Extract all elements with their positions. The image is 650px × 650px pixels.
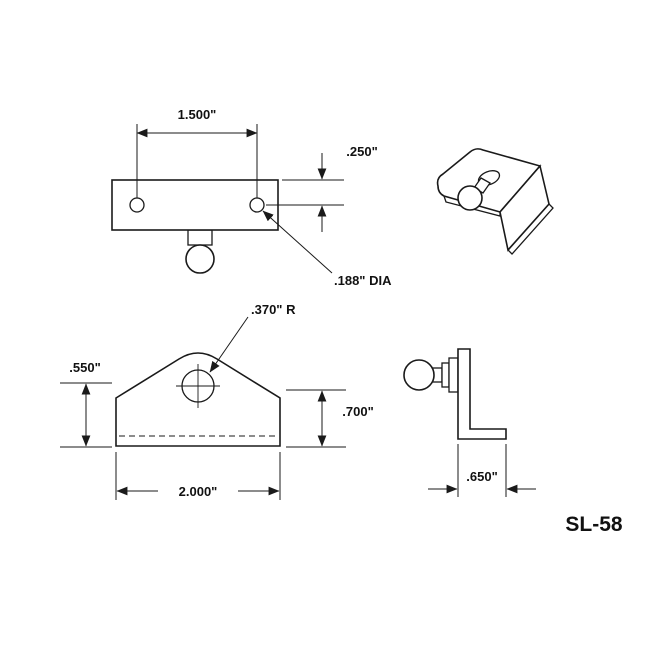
l-bracket-profile: [457, 348, 507, 440]
dim-hole-spacing-label: 1.500": [178, 107, 217, 122]
dim-shoulder-height: .550": [60, 360, 112, 448]
part-number-label: SL-58: [565, 513, 623, 536]
stud-neck-top-view: [187, 229, 213, 246]
dim-overall-height-label: .700": [342, 404, 373, 419]
dim-base-width-label: 2.000": [179, 484, 218, 499]
iso-ball: [457, 185, 483, 211]
top-view: [111, 179, 279, 274]
dim-hole-diameter: .188" DIA: [262, 210, 392, 288]
ball-stud-side-view: [403, 359, 435, 391]
ball-stud-top-view: [185, 244, 215, 274]
stud-washer-small: [441, 362, 450, 388]
dim-base-width: 2.000": [115, 452, 281, 500]
iso-foot-lip: [507, 203, 554, 255]
dim-hole-edge-offset: .250": [266, 144, 378, 232]
leader-line: [209, 316, 249, 373]
dim-peak-radius-label: .370" R: [251, 302, 296, 317]
isometric-view: [436, 148, 554, 255]
mounting-hole-left: [129, 197, 145, 213]
dim-base-depth-label: .650": [466, 469, 497, 484]
dim-peak-radius: .370" R: [209, 302, 296, 373]
side-view: [403, 348, 507, 440]
leader-line: [262, 210, 333, 274]
dim-hole-edge-offset-label: .250": [346, 144, 377, 159]
dim-shoulder-height-label: .550": [69, 360, 100, 375]
stud-washer-large: [448, 357, 459, 393]
front-view: [115, 352, 281, 447]
dim-hole-spacing: 1.500": [136, 107, 258, 198]
dim-overall-height: .700": [286, 389, 374, 448]
dim-base-depth: .650": [428, 444, 536, 497]
dim-hole-diameter-label: .188" DIA: [334, 273, 392, 288]
mounting-hole-right: [249, 197, 265, 213]
